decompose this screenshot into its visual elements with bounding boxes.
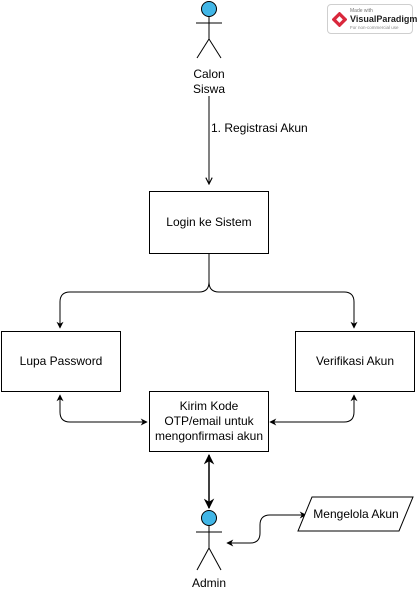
node-mengelola-akun-label: Mengelola Akun — [313, 507, 399, 521]
visual-paradigm-logo-icon — [332, 12, 347, 27]
actor-calon-siswa-label: Calon Siswa — [179, 67, 239, 97]
edge-lupa-password-kirim-kode — [56, 394, 148, 426]
node-kirim-kode-line2: OTP/email untuk — [164, 414, 254, 428]
watermark-note: For non-commercial use — [350, 25, 399, 30]
actor-admin-label: Admin — [191, 576, 226, 590]
node-login[interactable]: Login ke Sistem — [149, 191, 269, 254]
node-kirim-kode-line3: mengonfirmasi akun — [154, 429, 264, 443]
actor-calon-siswa-line1: Calon — [193, 67, 225, 81]
node-lupa-password[interactable]: Lupa Password — [1, 331, 121, 392]
watermark-brand: VisualParadigm — [350, 14, 417, 24]
watermark-made-with: Made with — [350, 8, 373, 14]
edge-verifikasi-akun-kirim-kode — [269, 394, 358, 426]
node-kirim-kode[interactable]: Kirim Kode OTP/email untuk mengonfirmasi… — [149, 391, 269, 452]
edge-login-to-lupa-password — [56, 254, 210, 329]
actor-calon-siswa-line2: Siswa — [192, 82, 225, 96]
edge-registrasi-label: 1. Registrasi Akun — [211, 121, 308, 135]
visual-paradigm-watermark: Made with VisualParadigm For non-commerc… — [327, 4, 417, 34]
node-kirim-kode-line1: Kirim Kode — [179, 399, 239, 413]
edge-admin-mengelola-akun — [226, 511, 307, 547]
edge-login-to-verifikasi-akun — [208, 281, 358, 329]
mengelola-akun-shape[interactable] — [297, 496, 414, 532]
actor-calon-siswa-figure — [196, 1, 222, 59]
node-verifikasi-akun[interactable]: Verifikasi Akun — [295, 331, 415, 392]
actor-admin-figure — [196, 510, 222, 571]
